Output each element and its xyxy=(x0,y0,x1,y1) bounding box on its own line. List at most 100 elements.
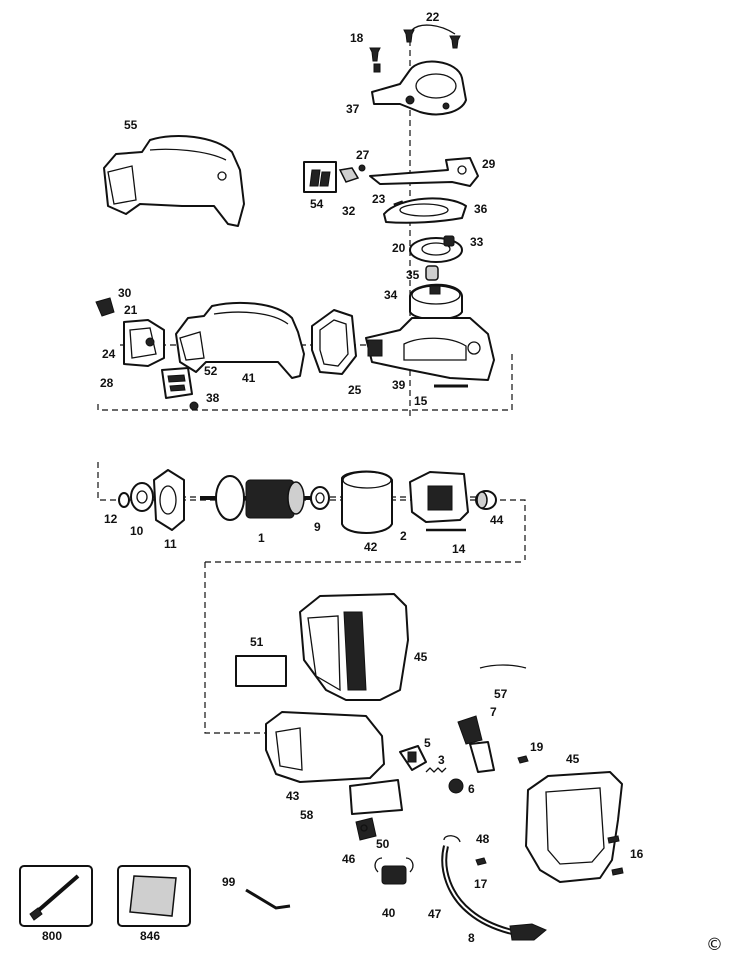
label-50: 50 xyxy=(376,837,390,851)
part-99-hex-key xyxy=(245,888,291,910)
part-57-strip xyxy=(479,664,527,669)
part-27-pin xyxy=(358,164,366,172)
label-54: 54 xyxy=(310,197,324,211)
part-9-bearing xyxy=(310,486,330,510)
label-800: 800 xyxy=(42,929,62,943)
part-16-screws xyxy=(607,835,624,876)
label-45b: 45 xyxy=(566,752,580,766)
label-42: 42 xyxy=(364,540,378,554)
label-10: 10 xyxy=(130,524,144,538)
label-18: 18 xyxy=(350,31,364,45)
label-19: 19 xyxy=(530,740,544,754)
part-12-washer xyxy=(118,492,130,508)
part-8-plug xyxy=(509,923,547,941)
part-51-label xyxy=(235,655,287,687)
part-6-knob xyxy=(448,778,464,794)
part-846-kit-box xyxy=(117,865,191,927)
part-45-handle-rear xyxy=(525,771,623,883)
label-8: 8 xyxy=(468,931,475,945)
part-46-connector xyxy=(355,817,377,841)
part-25-gasket xyxy=(311,309,357,375)
label-14: 14 xyxy=(452,542,466,556)
label-7: 7 xyxy=(490,705,497,719)
part-17-screw xyxy=(475,857,487,866)
label-5: 5 xyxy=(424,736,431,750)
part-42-baffle xyxy=(341,470,393,534)
label-37: 37 xyxy=(346,102,360,116)
part-5-switch xyxy=(399,745,427,771)
label-99: 99 xyxy=(222,875,236,889)
part-18-screw xyxy=(369,47,381,73)
part-29-lever xyxy=(369,157,479,187)
label-846: 846 xyxy=(140,929,160,943)
label-57: 57 xyxy=(494,687,508,701)
label-12: 12 xyxy=(104,512,118,526)
part-38-screw xyxy=(189,401,199,411)
label-20: 20 xyxy=(392,241,406,255)
label-45a: 45 xyxy=(414,650,428,664)
part-30-clip xyxy=(95,297,115,317)
label-35: 35 xyxy=(406,268,420,282)
part-36-gasket xyxy=(383,197,467,224)
label-24: 24 xyxy=(102,347,116,361)
part-52-switch xyxy=(161,367,193,399)
label-43: 43 xyxy=(286,789,300,803)
label-40: 40 xyxy=(382,906,396,920)
label-25: 25 xyxy=(348,383,362,397)
part-2-field xyxy=(409,471,469,532)
label-21: 21 xyxy=(124,303,138,317)
part-44-bearing-cap xyxy=(475,490,497,510)
part-41-handle xyxy=(175,301,305,379)
label-17: 17 xyxy=(474,877,488,891)
part-32-brush xyxy=(338,167,360,183)
part-34-gear-housing xyxy=(409,283,463,321)
part-21-bracket xyxy=(123,319,165,367)
label-46: 46 xyxy=(342,852,356,866)
part-7-trigger xyxy=(457,715,495,773)
label-33: 33 xyxy=(470,235,484,249)
label-44: 44 xyxy=(490,513,504,527)
part-22-screws xyxy=(403,24,461,49)
label-16: 16 xyxy=(630,847,644,861)
part-47-cord xyxy=(441,845,513,935)
part-45-housing-upper xyxy=(299,593,409,701)
part-40-suppressor xyxy=(374,857,414,885)
part-33-pin xyxy=(443,235,455,247)
part-39-gearbox xyxy=(365,317,495,381)
label-30: 30 xyxy=(118,286,132,300)
label-39: 39 xyxy=(392,378,406,392)
label-48: 48 xyxy=(476,832,490,846)
label-51: 51 xyxy=(250,635,264,649)
part-19-screw xyxy=(517,755,529,764)
part-54-brush-set xyxy=(303,161,337,193)
part-1-armature xyxy=(200,475,316,521)
label-15: 15 xyxy=(414,394,428,408)
part-800-blade-box xyxy=(19,865,93,927)
part-37-cover-plate xyxy=(371,60,467,116)
part-3-spring xyxy=(425,767,447,773)
part-number-labels: 22 18 37 55 27 29 23 54 32 36 33 20 35 3… xyxy=(42,10,644,945)
label-27: 27 xyxy=(356,148,370,162)
part-58-label xyxy=(349,779,403,815)
label-1: 1 xyxy=(258,531,265,545)
label-2: 2 xyxy=(400,529,407,543)
label-22: 22 xyxy=(426,10,440,24)
label-32: 32 xyxy=(342,204,356,218)
part-11-plate xyxy=(153,469,185,531)
label-38: 38 xyxy=(206,391,220,405)
label-52: 52 xyxy=(204,364,218,378)
label-36: 36 xyxy=(474,202,488,216)
label-3: 3 xyxy=(438,753,445,767)
label-41: 41 xyxy=(242,371,256,385)
label-9: 9 xyxy=(314,520,321,534)
part-55-handle-cover xyxy=(103,135,245,227)
part-10-bearing xyxy=(130,482,154,512)
label-29: 29 xyxy=(482,157,496,171)
part-48-strain-relief xyxy=(443,835,461,843)
label-6: 6 xyxy=(468,782,475,796)
label-55: 55 xyxy=(124,118,138,132)
label-34: 34 xyxy=(384,288,398,302)
label-28: 28 xyxy=(100,376,114,390)
copyright-mark: © xyxy=(706,935,723,955)
